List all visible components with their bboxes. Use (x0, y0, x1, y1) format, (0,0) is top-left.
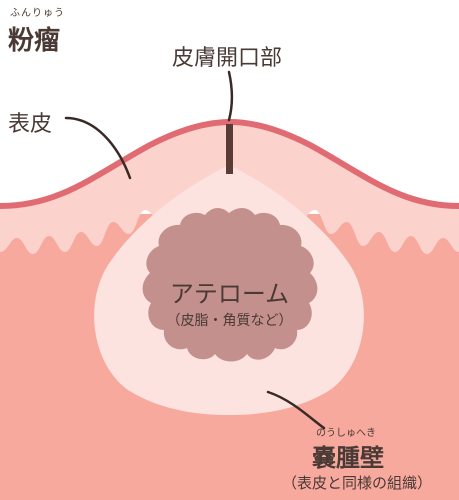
epidermis-label: 表皮 (8, 112, 53, 137)
skin-opening-leader (227, 70, 234, 122)
cyst-wall-leader (266, 390, 326, 430)
atheroma-contents-label: （皮脂・角質など） (166, 313, 293, 329)
cyst-wall-label: 嚢腫壁 (312, 444, 384, 472)
atheroma-label: アテローム (169, 280, 290, 308)
diagram-title: 粉瘤 (8, 26, 61, 56)
epidermis-leader (64, 116, 132, 180)
atheroma-shape (142, 207, 318, 362)
epidermis-layer (0, 122, 459, 254)
skin-opening-pore (226, 124, 233, 174)
title-ruby: ふんりゅう (10, 8, 65, 19)
skin-surface-line (0, 118, 459, 209)
skin-opening-label: 皮膚開口部 (172, 46, 283, 71)
cyst-wall-ruby: のうしゅへき (316, 428, 376, 439)
cyst-wall-note: （表皮と同様の組織） (282, 474, 433, 492)
